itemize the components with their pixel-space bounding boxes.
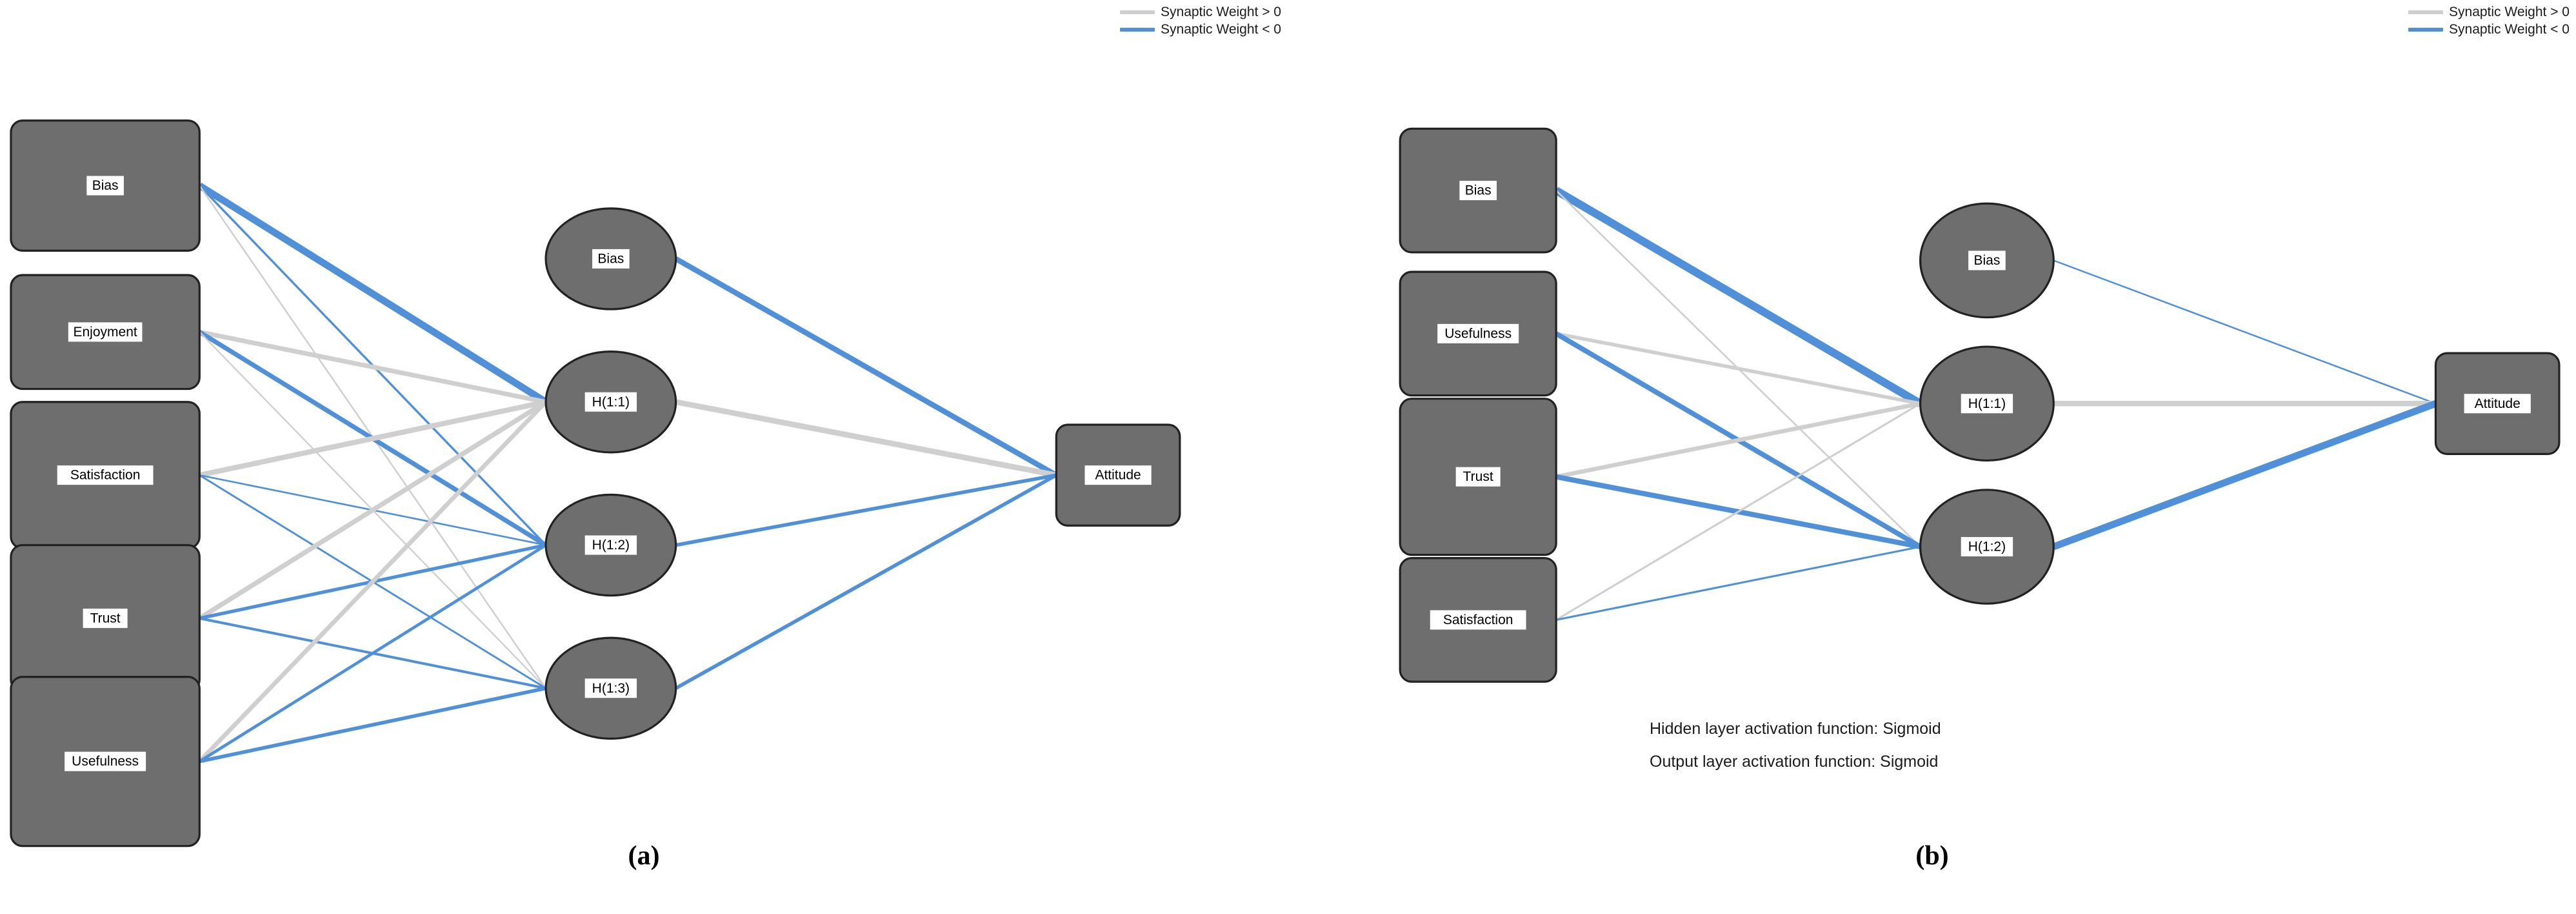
hidden-activation-label: Hidden layer activation function: Sigmoi… <box>1650 720 1941 738</box>
legend-row-positive: Synaptic Weight > 0 <box>2408 5 2570 19</box>
synapse-edge <box>1555 332 1921 405</box>
output-activation-label: Output layer activation function: Sigmoi… <box>1650 753 1939 771</box>
node-label: Usefulness <box>1444 326 1512 341</box>
legend-swatch-positive-icon <box>1120 10 1155 14</box>
hidden-node-h-1-2[interactable]: H(1:2) <box>544 493 677 597</box>
synapse-edge <box>675 473 1057 690</box>
synapse-edge <box>1555 401 1921 479</box>
synapse-edge <box>2052 400 2437 551</box>
legend-swatch-positive-icon <box>2408 10 2444 14</box>
node-label: Enjoyment <box>74 325 137 340</box>
activation-function-notes: Hidden layer activation function: Sigmoi… <box>1650 720 1941 771</box>
node-label-backdrop <box>68 322 143 342</box>
node-label-backdrop <box>2464 394 2531 414</box>
node-label-backdrop <box>592 249 630 269</box>
node-label: Usefulness <box>72 754 139 769</box>
node-label: H(1:2) <box>592 538 630 553</box>
panel-caption-a: (a) <box>628 841 660 871</box>
input-node-trust[interactable]: Trust <box>1399 398 1557 556</box>
synapse-edge <box>1555 402 1921 621</box>
node-label-backdrop <box>584 535 637 555</box>
node-label: Attitude <box>1095 468 1141 483</box>
node-label: Trust <box>90 611 121 625</box>
hidden-node-bias[interactable]: Bias <box>544 207 677 310</box>
synapse-edge <box>675 473 1057 547</box>
synapse-edge <box>674 256 1058 478</box>
input-node-satisfaction[interactable]: Satisfaction <box>10 401 201 550</box>
hidden-node-h-1-1[interactable]: H(1:1) <box>544 350 677 454</box>
node-label: H(1:1) <box>1968 396 2006 411</box>
node-label-backdrop <box>1084 465 1152 485</box>
synapse-edge <box>2053 259 2436 405</box>
synapse-edge <box>199 329 546 405</box>
node-label-backdrop <box>83 608 128 628</box>
node-label: Bias <box>1465 183 1492 198</box>
node-label-backdrop <box>1961 394 2013 414</box>
synapse-edge <box>199 399 546 478</box>
hidden-node-h-1-3[interactable]: H(1:3) <box>544 636 677 740</box>
node-layer-a: BiasEnjoymentSatisfactionTrustUsefulness… <box>10 119 1181 848</box>
synapse-edge <box>1555 545 1921 621</box>
node-label: H(1:1) <box>592 394 630 409</box>
synapse-edge <box>1553 187 1922 407</box>
node-label: Trust <box>1463 469 1493 484</box>
legend-label-positive: Synaptic Weight > 0 <box>1161 5 1281 19</box>
node-label-backdrop <box>584 392 637 412</box>
legend-row-positive: Synaptic Weight > 0 <box>1120 5 1281 19</box>
legend-swatch-negative-icon <box>1120 27 1155 32</box>
input-node-usefulness[interactable]: Usefulness <box>10 675 201 848</box>
input-node-usefulness[interactable]: Usefulness <box>1399 270 1557 397</box>
node-label: Bias <box>92 178 119 193</box>
node-label: H(1:3) <box>592 681 630 696</box>
network-panel-b: Synaptic Weight > 0 Synaptic Weight < 0 … <box>1288 0 2576 914</box>
synapse-edge <box>199 543 547 763</box>
synapse-edge <box>198 400 548 621</box>
legend-row-negative: Synaptic Weight < 0 <box>2408 23 2570 36</box>
legend-label-negative: Synaptic Weight < 0 <box>2449 22 2570 37</box>
input-node-bias[interactable]: Bias <box>10 119 201 252</box>
input-node-trust[interactable]: Trust <box>10 543 201 693</box>
node-label-backdrop <box>57 465 154 485</box>
panel-caption-b: (b) <box>1915 841 1949 871</box>
legend-label-negative: Synaptic Weight < 0 <box>1161 22 1281 37</box>
hidden-node-h-1-1[interactable]: H(1:1) <box>1919 345 2055 462</box>
input-node-enjoyment[interactable]: Enjoyment <box>10 274 201 391</box>
node-label-backdrop <box>1437 323 1519 343</box>
legend-label-positive: Synaptic Weight > 0 <box>2449 5 2570 19</box>
node-label: Satisfaction <box>70 468 141 483</box>
legend-panel-a: Synaptic Weight > 0 Synaptic Weight < 0 <box>1120 5 1281 36</box>
output-node-attitude[interactable]: Attitude <box>2434 352 2561 455</box>
node-label-backdrop <box>1968 250 2006 270</box>
node-label-backdrop <box>1430 610 1526 630</box>
node-label-backdrop <box>584 678 637 698</box>
node-label: Bias <box>1973 253 2000 268</box>
input-node-bias[interactable]: Bias <box>1399 127 1557 254</box>
node-label-backdrop <box>86 176 124 196</box>
network-graph-a: BiasEnjoymentSatisfactionTrustUsefulness… <box>10 119 1181 848</box>
legend-swatch-negative-icon <box>2408 27 2444 32</box>
network-panel-a: Synaptic Weight > 0 Synaptic Weight < 0 … <box>10 5 1281 871</box>
node-label-backdrop <box>65 751 146 771</box>
node-label-backdrop <box>1455 467 1501 487</box>
synapse-edge <box>197 400 548 764</box>
node-label: Satisfaction <box>1443 613 1513 627</box>
synapse-edge <box>197 182 548 405</box>
input-node-satisfaction[interactable]: Satisfaction <box>1399 557 1557 683</box>
edge-layer-a <box>197 182 1058 764</box>
edge-layer-b <box>1553 187 2437 621</box>
synapse-edge <box>675 399 1057 478</box>
synapse-edge <box>199 686 546 764</box>
node-label: H(1:2) <box>1968 540 2006 554</box>
hidden-node-h-1-2[interactable]: H(1:2) <box>1919 489 2055 605</box>
legend-row-negative: Synaptic Weight < 0 <box>1120 23 1281 36</box>
output-node-attitude[interactable]: Attitude <box>1055 423 1181 527</box>
hidden-node-bias[interactable]: Bias <box>1919 202 2055 319</box>
node-label: Bias <box>597 252 624 267</box>
node-label-backdrop <box>1961 537 2013 556</box>
legend-panel-b: Synaptic Weight > 0 Synaptic Weight < 0 <box>2408 5 2570 36</box>
node-label: Attitude <box>2475 396 2521 411</box>
node-label-backdrop <box>1459 181 1497 201</box>
